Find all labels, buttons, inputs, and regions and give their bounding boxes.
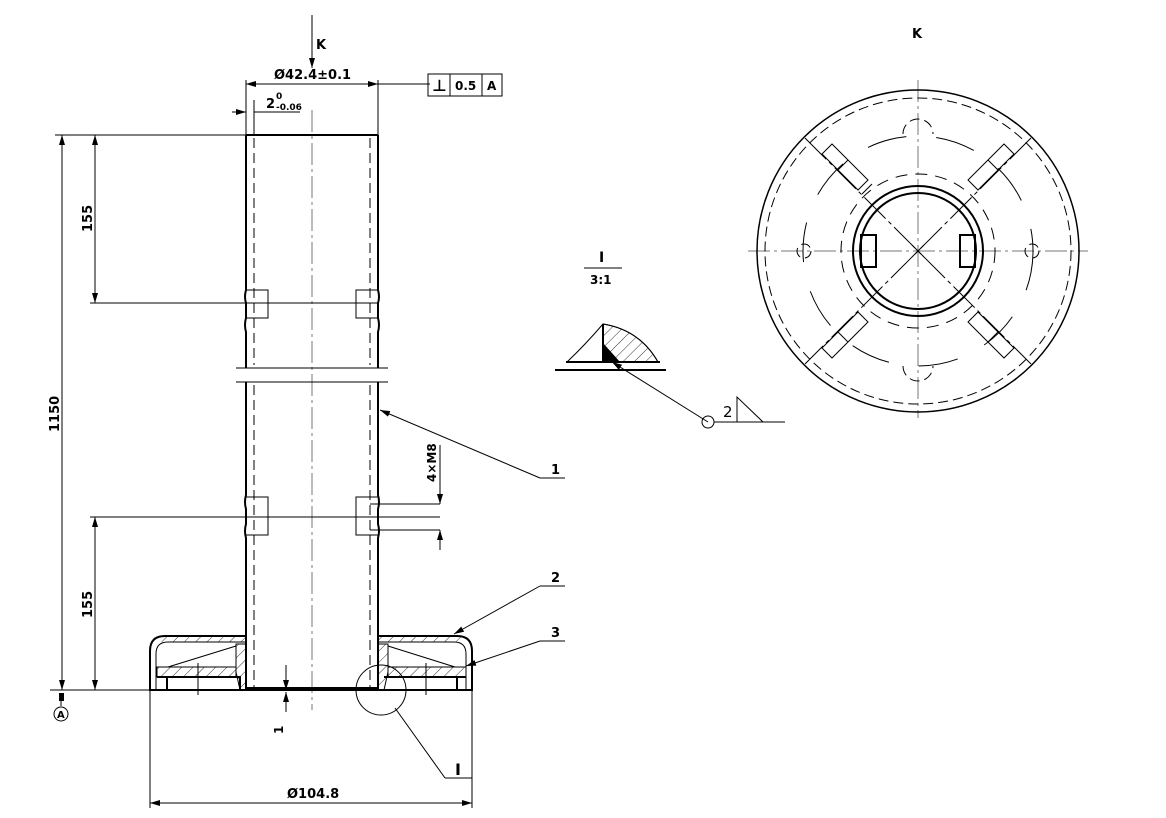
hole-offset-bottom-dimension: 155 — [81, 591, 96, 618]
top-view-k: K — [748, 27, 1088, 418]
part-label-1: 1 — [551, 463, 560, 478]
wall-tolerance-lower: -0.06 — [276, 103, 302, 113]
hole-offset-top-dimension: 155 — [81, 205, 96, 232]
tolerance-datum: A — [487, 79, 497, 93]
dimensions: K Ø42.4±0.1 ⊥ 0.5 A 2 0 -0.06 1150 155 1… — [48, 15, 503, 808]
weld-size: 2 — [723, 403, 733, 421]
top-view-label: K — [912, 27, 923, 42]
detail-title: I — [599, 250, 604, 266]
part-label-3: 3 — [551, 626, 560, 641]
tolerance-frame: ⊥ 0.5 A — [427, 73, 503, 97]
tolerance-value: 0.5 — [455, 79, 476, 93]
detail-scale: 3:1 — [590, 273, 612, 287]
wall-thickness-dimension: 2 — [266, 97, 275, 112]
detail-reference-label: I — [455, 760, 461, 779]
detail-view-i: I 3:1 2 — [555, 250, 785, 429]
datum-a-symbol: A — [53, 693, 69, 722]
wall-tolerance-upper: 0 — [276, 92, 282, 102]
front-view — [90, 110, 473, 716]
perpendicularity-symbol: ⊥ — [432, 76, 447, 95]
thread-dimension: 4×M8 — [425, 443, 439, 482]
total-height-dimension: 1150 — [48, 396, 63, 432]
base-flange — [149, 635, 473, 695]
part-leaders: 1 2 3 I — [379, 409, 565, 779]
tube-diameter-dimension: Ø42.4±0.1 — [274, 68, 351, 83]
base-diameter-dimension: Ø104.8 — [287, 787, 339, 802]
detail-circle — [355, 664, 407, 716]
part-label-2: 2 — [551, 571, 560, 586]
tube — [90, 134, 440, 690]
view-arrow-label: K — [316, 38, 327, 53]
base-offset-dimension: 1 — [272, 726, 286, 734]
datum-label: A — [57, 710, 65, 721]
